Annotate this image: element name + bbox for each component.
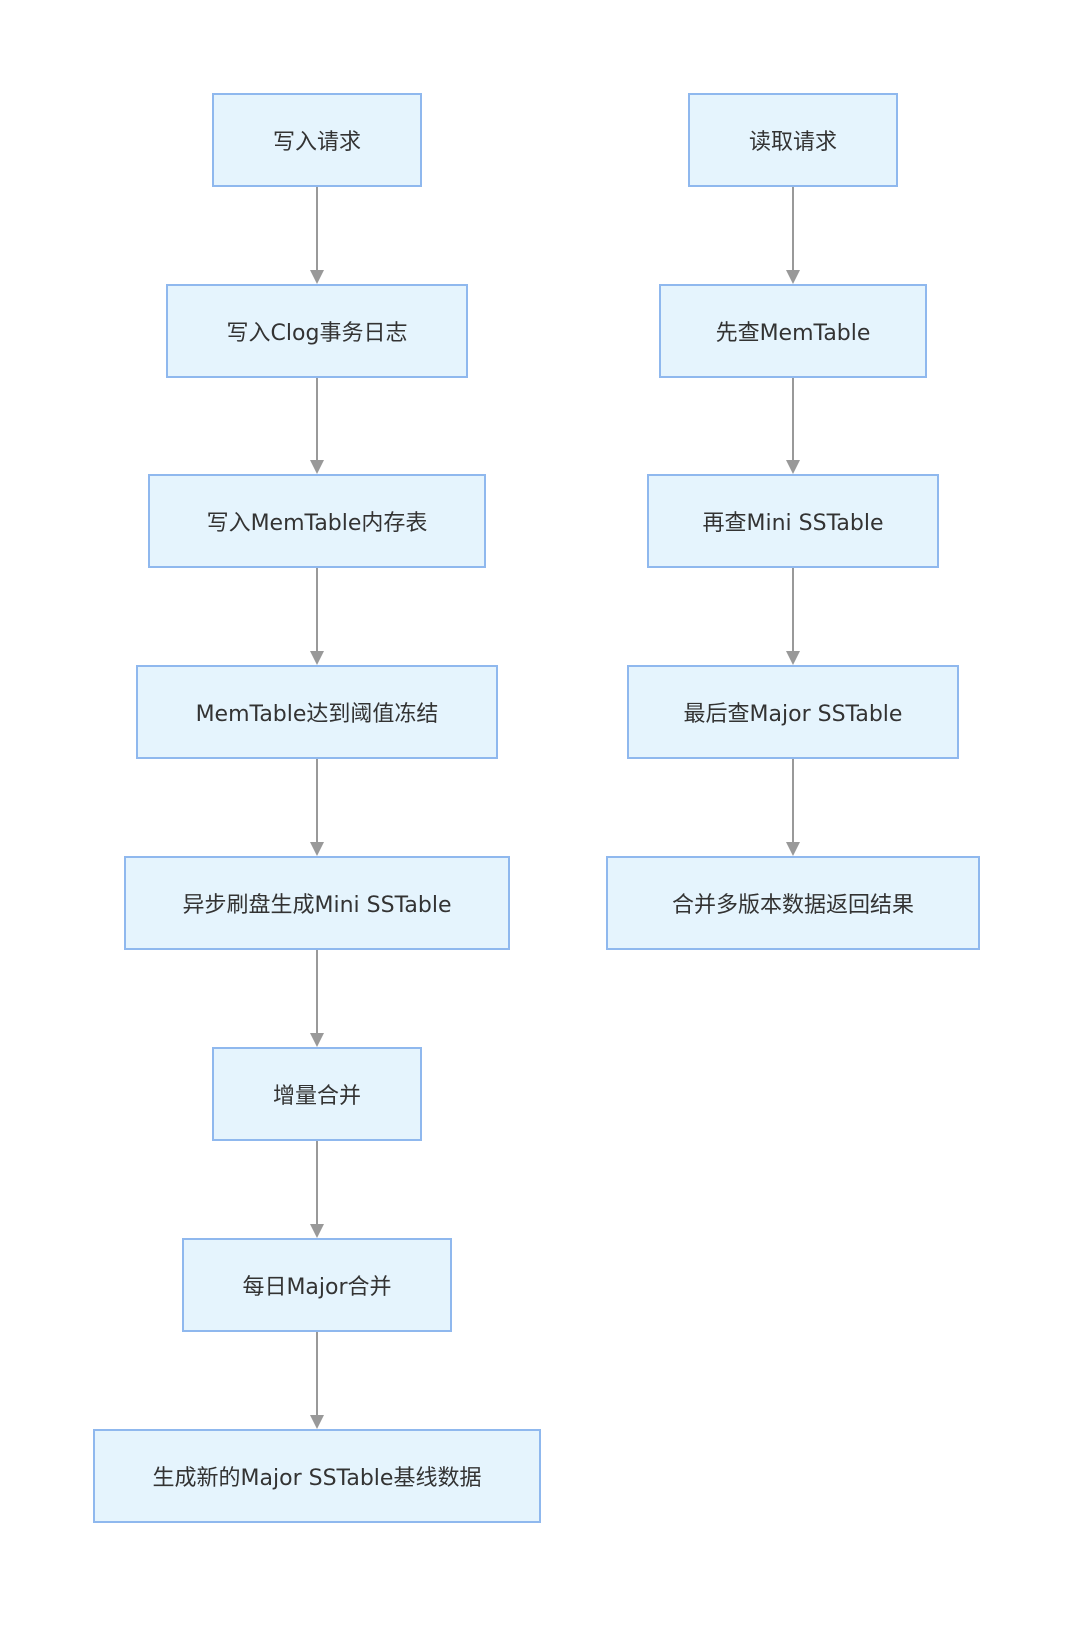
arrowhead-w4-w5: [310, 842, 324, 856]
node-merge-versions-return: 合并多版本数据返回结果: [606, 856, 980, 950]
node-check-memtable: 先查MemTable: [659, 284, 927, 378]
node-write-memtable: 写入MemTable内存表: [148, 474, 486, 568]
arrowhead-w7-w8: [310, 1415, 324, 1429]
node-flush-mini-sstable: 异步刷盘生成Mini SSTable: [124, 856, 510, 950]
arrowhead-r1-r2: [786, 270, 800, 284]
node-read-request: 读取请求: [688, 93, 898, 187]
arrowhead-r2-r3: [786, 460, 800, 474]
node-write-request: 写入请求: [212, 93, 422, 187]
node-memtable-freeze: MemTable达到阈值冻结: [136, 665, 498, 759]
arrowhead-w6-w7: [310, 1224, 324, 1238]
arrowhead-w5-w6: [310, 1033, 324, 1047]
arrowhead-w1-w2: [310, 270, 324, 284]
node-write-clog: 写入Clog事务日志: [166, 284, 468, 378]
arrowhead-r4-r5: [786, 842, 800, 856]
node-new-major-sstable: 生成新的Major SSTable基线数据: [93, 1429, 541, 1523]
node-daily-major-merge: 每日Major合并: [182, 1238, 452, 1332]
arrowhead-w3-w4: [310, 651, 324, 665]
node-check-mini-sstable: 再查Mini SSTable: [647, 474, 939, 568]
node-check-major-sstable: 最后查Major SSTable: [627, 665, 959, 759]
arrowhead-w2-w3: [310, 460, 324, 474]
node-incremental-merge: 增量合并: [212, 1047, 422, 1141]
arrowhead-r3-r4: [786, 651, 800, 665]
